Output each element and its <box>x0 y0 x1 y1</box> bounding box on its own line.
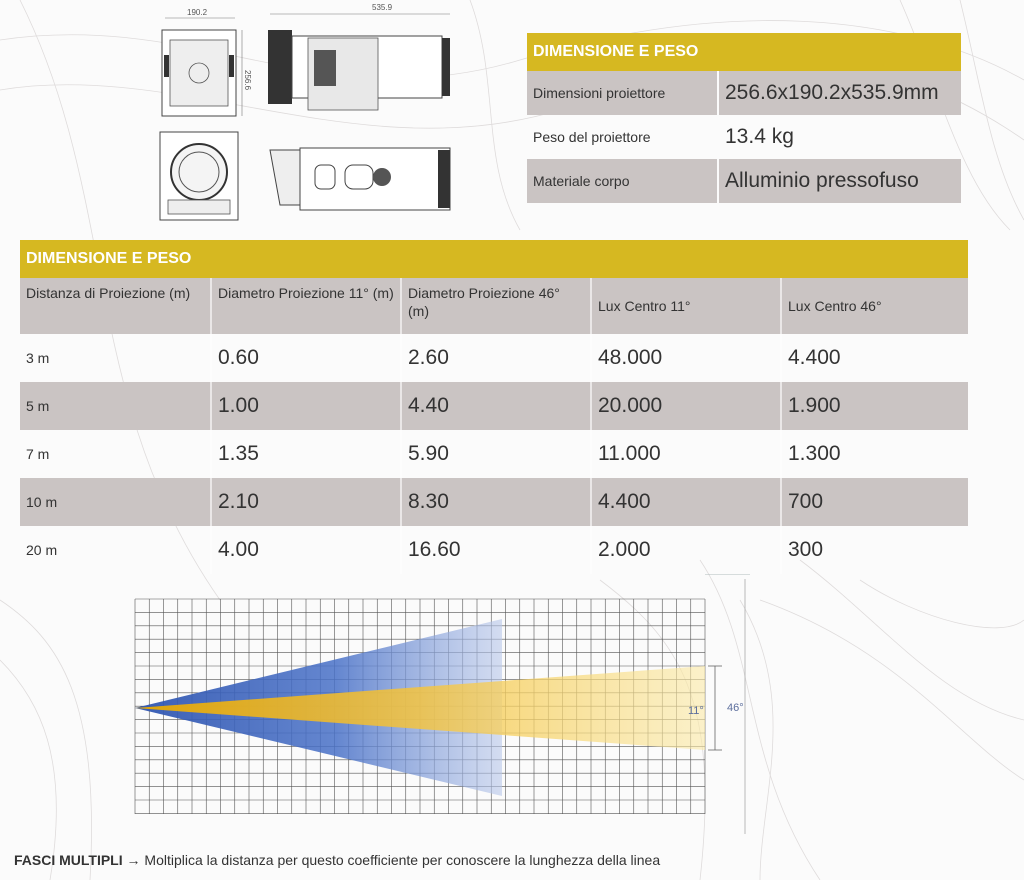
spec-table: DIMENSIONE E PESO Dimensioni proiettore … <box>527 33 961 203</box>
narrow-beam-cone <box>135 666 705 750</box>
table-row: 7 m 1.35 5.90 11.000 1.300 <box>20 430 968 478</box>
table-cell: 11.000 <box>590 430 780 478</box>
table-row: 10 m 2.10 8.30 4.400 700 <box>20 478 968 526</box>
column-header: Distanza di Proiezione (m) <box>26 285 191 301</box>
footer-text: → Moltiplica la distanza per questo coef… <box>126 852 661 868</box>
table-cell: 20.000 <box>590 382 780 430</box>
table-cell: 1.00 <box>210 382 400 430</box>
narrow-angle-label: 11° <box>688 705 704 717</box>
table-cell: 5 m <box>26 398 50 414</box>
spec-value: 13.4 kg <box>717 115 961 159</box>
table-row: 5 m 1.00 4.40 20.000 1.900 <box>20 382 968 430</box>
dim-height-label: 256.6 <box>243 70 252 91</box>
table-cell: 16.60 <box>400 526 590 574</box>
spec-table-title: DIMENSIONE E PESO <box>527 33 961 71</box>
spec-label: Peso del proiettore <box>533 129 651 145</box>
table-cell: 2.10 <box>210 478 400 526</box>
spec-label: Materiale corpo <box>533 173 630 189</box>
table-cell: 48.000 <box>590 334 780 382</box>
spec-row: Peso del proiettore 13.4 kg <box>527 115 961 159</box>
table-cell: 1.35 <box>210 430 400 478</box>
wide-angle-label: 46° <box>727 702 744 714</box>
table-cell: 5.90 <box>400 430 590 478</box>
table-cell: 8.30 <box>400 478 590 526</box>
table-cell: 4.00 <box>210 526 400 574</box>
column-header: Lux Centro 11° <box>590 278 780 334</box>
column-header: Diametro Proiezione 11° (m) <box>210 278 400 334</box>
table-cell: 3 m <box>26 350 50 366</box>
spec-row: Dimensioni proiettore 256.6x190.2x535.9m… <box>527 71 961 115</box>
spec-row: Materiale corpo Alluminio pressofuso <box>527 159 961 203</box>
table-cell: 300 <box>780 526 968 574</box>
table-cell: 1.300 <box>780 430 968 478</box>
projector-technical-drawings: 190.2 256.6 535.9 <box>159 3 451 221</box>
table-cell: 4.400 <box>780 334 968 382</box>
beam-angle-diagram: 11° 46° <box>134 574 750 834</box>
table-row: 3 m 0.60 2.60 48.000 4.400 <box>20 334 968 382</box>
spec-value: Alluminio pressofuso <box>717 159 961 203</box>
footer-bold: FASCI MULTIPLI <box>14 852 123 868</box>
dim-width-label: 190.2 <box>187 8 208 17</box>
table-row: 20 m 4.00 16.60 2.000 300 <box>20 526 968 574</box>
spec-label: Dimensioni proiettore <box>533 85 666 101</box>
footer-note: FASCI MULTIPLI → Moltiplica la distanza … <box>14 852 660 868</box>
table-header-row: Distanza di Proiezione (m) Diametro Proi… <box>20 278 968 334</box>
table-cell: 4.400 <box>590 478 780 526</box>
table-cell: 1.900 <box>780 382 968 430</box>
table-cell: 4.40 <box>400 382 590 430</box>
table-cell: 2.000 <box>590 526 780 574</box>
projection-table: DIMENSIONE E PESO Distanza di Proiezione… <box>20 240 968 574</box>
column-header: Lux Centro 46° <box>780 278 968 334</box>
table-cell: 2.60 <box>400 334 590 382</box>
table-cell: 10 m <box>26 494 58 510</box>
table-cell: 7 m <box>26 446 50 462</box>
dim-length-label: 535.9 <box>372 3 393 12</box>
column-header: Diametro Proiezione 46° (m) <box>400 278 590 334</box>
table-cell: 0.60 <box>210 334 400 382</box>
spec-value: 256.6x190.2x535.9mm <box>717 71 961 115</box>
projection-table-title: DIMENSIONE E PESO <box>20 240 968 278</box>
table-cell: 700 <box>780 478 968 526</box>
table-cell: 20 m <box>26 542 58 558</box>
